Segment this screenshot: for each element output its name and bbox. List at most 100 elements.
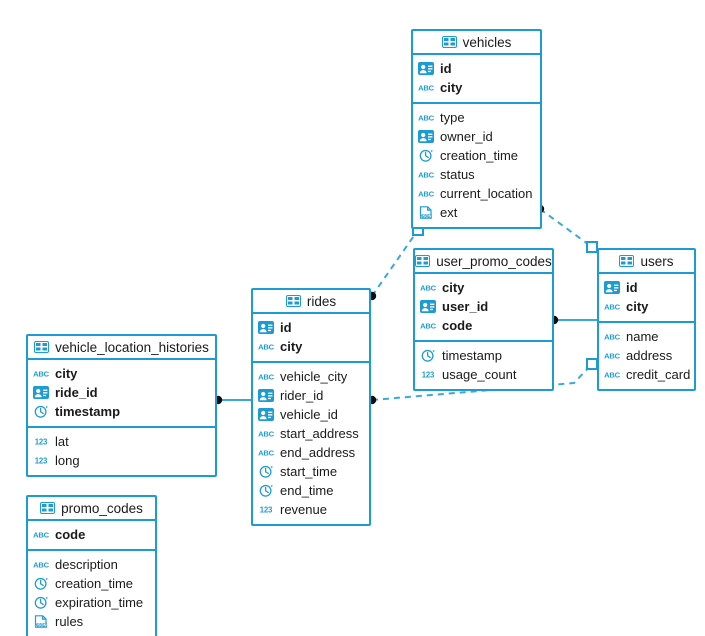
field-name: vehicle_city bbox=[280, 369, 348, 384]
id-card-icon bbox=[418, 130, 434, 143]
column-usage_count[interactable]: 123 usage_count bbox=[415, 365, 552, 384]
table-header-rides[interactable]: rides bbox=[253, 290, 369, 314]
column-timestamp[interactable]: timestamp bbox=[415, 346, 552, 365]
svg-text:123: 123 bbox=[35, 438, 48, 447]
table-title: user_promo_codes bbox=[436, 253, 552, 269]
field-name: ext bbox=[440, 205, 458, 220]
svg-text:JSON: JSON bbox=[35, 623, 46, 628]
table-header-vehicle_location_histories[interactable]: vehicle_location_histories bbox=[28, 336, 215, 360]
svg-text:ABC: ABC bbox=[604, 371, 620, 380]
field-name: usage_count bbox=[442, 367, 517, 382]
svg-text:123: 123 bbox=[422, 371, 435, 380]
field-name: user_id bbox=[442, 299, 489, 314]
field-name: city bbox=[280, 339, 303, 354]
field-name: city bbox=[442, 280, 465, 295]
field-name: description bbox=[55, 557, 118, 572]
primary-key-id[interactable]: id bbox=[599, 278, 694, 297]
abc-string-icon: ABC bbox=[604, 330, 620, 343]
field-name: id bbox=[626, 280, 638, 295]
svg-text:ABC: ABC bbox=[604, 352, 620, 361]
field-name: creation_time bbox=[55, 576, 134, 591]
clock-icon bbox=[258, 465, 274, 478]
primary-key-user_id[interactable]: user_id bbox=[415, 297, 552, 316]
primary-key-id[interactable]: id bbox=[253, 318, 369, 337]
relationship-vehicle-location-histories-to-rides[interactable] bbox=[213, 395, 251, 405]
column-creation_time[interactable]: creation_time bbox=[28, 574, 155, 593]
abc-string-icon: ABC bbox=[420, 319, 436, 332]
table-header-vehicles[interactable]: vehicles bbox=[413, 31, 540, 55]
primary-key-id[interactable]: id bbox=[413, 59, 540, 78]
clock-icon bbox=[418, 149, 434, 162]
column-rules[interactable]: JSON rules bbox=[28, 612, 155, 631]
column-type[interactable]: ABC type bbox=[413, 108, 540, 127]
table-title: rides bbox=[306, 293, 337, 309]
table-header-users[interactable]: users bbox=[599, 250, 694, 274]
clock-icon bbox=[258, 484, 274, 497]
svg-text:ABC: ABC bbox=[33, 561, 49, 570]
column-owner_id[interactable]: owner_id bbox=[413, 127, 540, 146]
relationship-one-marker bbox=[586, 358, 598, 370]
column-start_time[interactable]: start_time bbox=[253, 462, 369, 481]
id-card-icon bbox=[33, 386, 49, 399]
primary-key-ride_id[interactable]: ride_id bbox=[28, 383, 215, 402]
field-name: code bbox=[55, 527, 86, 542]
column-vehicle_id[interactable]: vehicle_id bbox=[253, 405, 369, 424]
field-name: type bbox=[440, 110, 465, 125]
table-header-user_promo_codes[interactable]: user_promo_codes bbox=[415, 250, 552, 274]
primary-key-city[interactable]: ABC city bbox=[253, 337, 369, 356]
clock-icon bbox=[420, 349, 436, 362]
column-end_time[interactable]: end_time bbox=[253, 481, 369, 500]
column-rider_id[interactable]: rider_id bbox=[253, 386, 369, 405]
field-name: owner_id bbox=[440, 129, 493, 144]
table-grid-icon bbox=[415, 255, 431, 267]
primary-key-timestamp[interactable]: timestamp bbox=[28, 402, 215, 421]
table-grid-icon bbox=[285, 295, 301, 307]
table-grid-icon bbox=[619, 255, 635, 267]
field-name: start_address bbox=[280, 426, 359, 441]
relationship-user-promo-codes-to-users[interactable] bbox=[549, 315, 597, 325]
table-header-promo_codes[interactable]: promo_codes bbox=[28, 497, 155, 521]
id-card-icon bbox=[258, 321, 274, 334]
column-expiration_time[interactable]: expiration_time bbox=[28, 593, 155, 612]
abc-string-icon: ABC bbox=[418, 111, 434, 124]
abc-string-icon: ABC bbox=[418, 168, 434, 181]
field-name: expiration_time bbox=[55, 595, 144, 610]
column-description[interactable]: ABC description bbox=[28, 555, 155, 574]
svg-text:ABC: ABC bbox=[258, 373, 274, 382]
table-title: vehicle_location_histories bbox=[55, 339, 209, 355]
column-credit_card[interactable]: ABC credit_card bbox=[599, 365, 694, 384]
column-creation_time[interactable]: creation_time bbox=[413, 146, 540, 165]
svg-text:ABC: ABC bbox=[258, 343, 274, 352]
field-name: rules bbox=[55, 614, 84, 629]
relationship-vehicles-to-users[interactable] bbox=[535, 204, 598, 253]
column-vehicle_city[interactable]: ABC vehicle_city bbox=[253, 367, 369, 386]
column-section: ABC description creation_time expiration_ti… bbox=[28, 549, 155, 636]
field-name: credit_card bbox=[626, 367, 691, 382]
